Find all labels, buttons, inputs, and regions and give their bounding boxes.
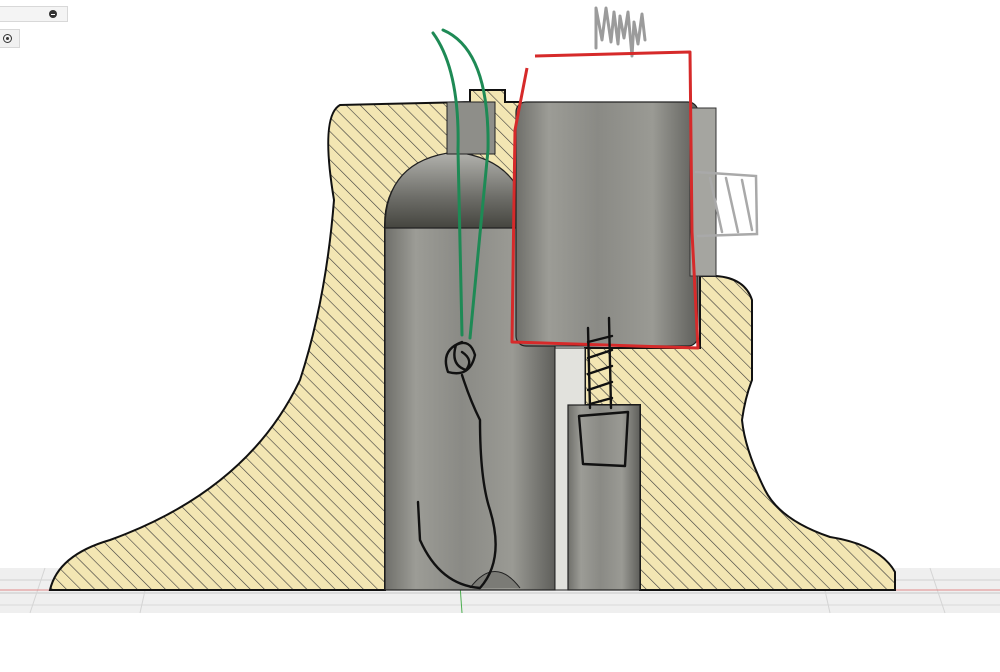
red-outline bbox=[510, 50, 700, 350]
spring-bore bbox=[567, 404, 641, 591]
gray-side-hatch bbox=[694, 170, 759, 238]
minus-circle-icon[interactable] bbox=[49, 10, 57, 18]
mini-toolbar bbox=[0, 6, 68, 22]
green-wire-right bbox=[441, 28, 490, 340]
black-wire bbox=[416, 340, 497, 590]
radio-dot-center bbox=[6, 37, 9, 40]
origin-toggle-button[interactable] bbox=[0, 29, 20, 48]
green-wire-left bbox=[431, 31, 464, 337]
spring bbox=[577, 316, 630, 468]
plunger-body bbox=[515, 101, 699, 347]
radio-dot-icon bbox=[3, 34, 12, 43]
side-recess bbox=[689, 107, 717, 277]
housing-section-right bbox=[584, 275, 896, 591]
gray-scribble-label bbox=[594, 6, 647, 58]
